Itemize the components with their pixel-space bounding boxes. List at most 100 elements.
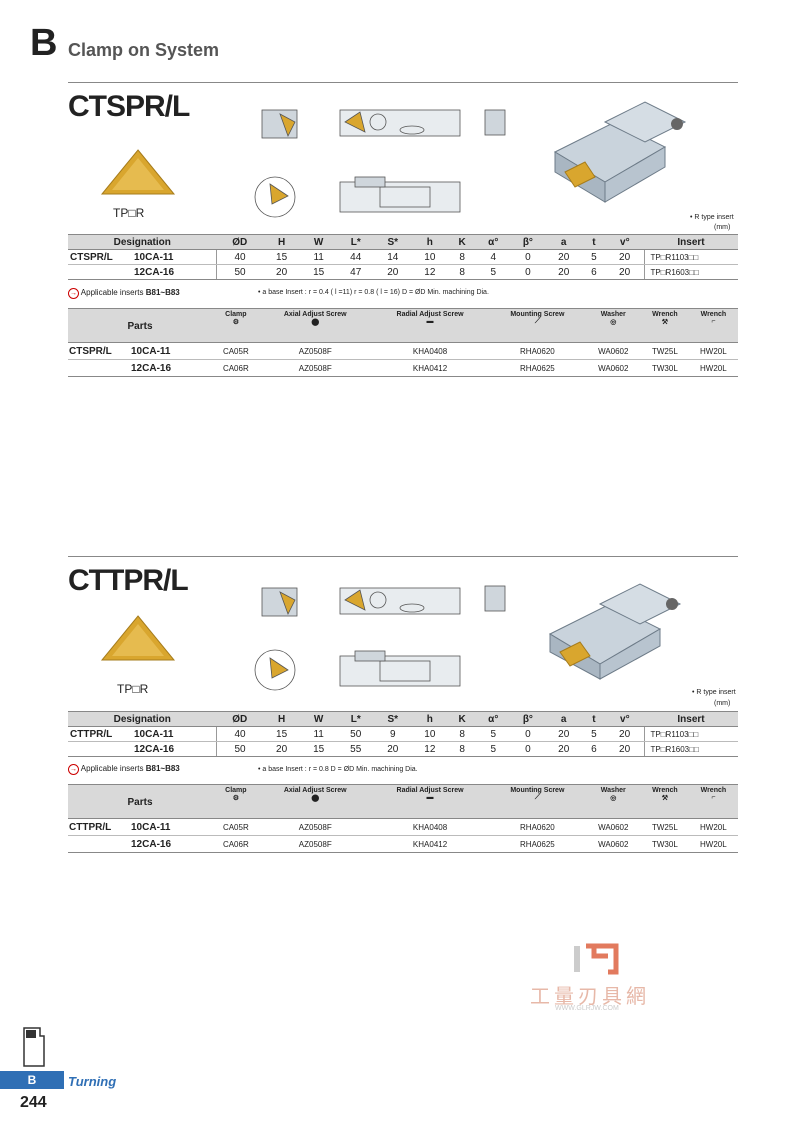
table-row: 12CA-16 50 20 15 55 20 12 8 5 0 20 6 20 … bbox=[68, 741, 738, 757]
parts-table: Parts Clamp⚙ Axial Adjust Screw⬤ Radial … bbox=[68, 784, 738, 853]
unit-note: (mm) bbox=[714, 224, 731, 231]
screw-icon: ▬ bbox=[426, 794, 434, 801]
col-header: h bbox=[411, 711, 449, 727]
col-header: β° bbox=[510, 711, 546, 727]
arrow-icon: → bbox=[68, 764, 79, 775]
turning-tool-icon bbox=[23, 1027, 45, 1067]
r-type-note: • R type insert bbox=[690, 214, 734, 221]
wrench-icon: ⚒ bbox=[661, 319, 669, 326]
col-header: a bbox=[545, 711, 583, 727]
watermark-logo bbox=[574, 943, 619, 975]
divider bbox=[68, 556, 738, 557]
col-header: Washer◎ bbox=[585, 308, 642, 343]
col-header: H bbox=[263, 711, 301, 727]
base-note: • a base Insert : r = 0.4 ( l =11) r = 0… bbox=[258, 289, 489, 296]
col-header: H bbox=[263, 234, 301, 250]
col-header: a bbox=[545, 234, 583, 250]
tool-3d-image bbox=[553, 101, 687, 203]
table-row: CTTPR/L 10CA-11 CA05R AZ0508F KHA0408 RH… bbox=[68, 818, 738, 836]
tool-3d-image bbox=[548, 583, 682, 680]
col-header: ØD bbox=[216, 234, 264, 250]
hex-wrench-icon: ⌐ bbox=[711, 794, 716, 801]
screw-icon: ⬤ bbox=[311, 319, 320, 326]
col-header: α° bbox=[475, 711, 511, 727]
col-header: Clamp⚙ bbox=[212, 784, 260, 819]
col-header: Mounting Screw⟋ bbox=[489, 784, 586, 819]
table-row: 12CA-16 CA06R AZ0508F KHA0412 RHA0625 WA… bbox=[68, 835, 738, 853]
spec-table: Designation ØD H W L* S* h K α° β° a t v… bbox=[68, 234, 738, 280]
col-header: Mounting Screw⟋ bbox=[489, 308, 586, 343]
insert-image bbox=[100, 149, 176, 195]
col-header: Parts bbox=[68, 308, 212, 343]
screw-icon: ⟋ bbox=[534, 794, 540, 801]
washer-icon: ◎ bbox=[610, 319, 617, 326]
col-header: Clamp⚙ bbox=[212, 308, 260, 343]
col-header: Wrench⌐ bbox=[688, 784, 738, 819]
col-header: Parts bbox=[68, 784, 212, 819]
parts-table: Parts Clamp⚙ Axial Adjust Screw⬤ Radial … bbox=[68, 308, 738, 377]
col-header: t bbox=[582, 711, 606, 727]
insert-code: TP□R bbox=[113, 206, 145, 220]
col-header: ØD bbox=[216, 711, 264, 727]
page-number: 244 bbox=[20, 1094, 47, 1111]
applicable-inserts-link[interactable]: → Applicable inserts B81~B83 bbox=[68, 288, 180, 299]
col-header: L* bbox=[337, 711, 375, 727]
col-header: W bbox=[300, 234, 338, 250]
col-header: h bbox=[411, 234, 449, 250]
insert-code: TP□R bbox=[117, 682, 149, 696]
col-header: t bbox=[582, 234, 606, 250]
col-header: K bbox=[448, 234, 476, 250]
col-header: S* bbox=[374, 234, 412, 250]
col-header: Designation bbox=[68, 234, 217, 250]
hex-wrench-icon: ⌐ bbox=[711, 318, 716, 325]
clamp-icon: ⚙ bbox=[232, 319, 239, 326]
col-header: Wrench⚒ bbox=[641, 308, 689, 343]
col-header: L* bbox=[337, 234, 375, 250]
col-header: Wrench⚒ bbox=[641, 784, 689, 819]
screw-icon: ⬤ bbox=[311, 795, 320, 802]
col-header: β° bbox=[510, 234, 546, 250]
spec-table: Designation ØD H W L* S* h K α° β° a t v… bbox=[68, 711, 738, 757]
table-row: CTTPR/L 10CA-11 40 15 11 50 9 10 8 5 0 2… bbox=[68, 726, 738, 742]
washer-icon: ◎ bbox=[610, 795, 617, 802]
watermark-text: 工量刃具網 bbox=[530, 986, 650, 1008]
section-tab[interactable]: B bbox=[0, 1071, 64, 1089]
model-title: CTTPR/L bbox=[68, 564, 189, 597]
divider bbox=[68, 82, 738, 83]
watermark-url: WWW.GLRJW.COM bbox=[555, 1005, 619, 1012]
col-header: v° bbox=[605, 711, 644, 727]
table-row: CTSPR/L 10CA-11 40 15 11 44 14 10 8 4 0 … bbox=[68, 249, 738, 265]
col-header: K bbox=[448, 711, 476, 727]
clamp-icon: ⚙ bbox=[232, 795, 239, 802]
insert-image bbox=[100, 615, 176, 661]
col-header: Radial Adjust Screw▬ bbox=[370, 308, 490, 343]
col-header: Designation bbox=[68, 711, 217, 727]
screw-icon: ▬ bbox=[426, 318, 434, 325]
technical-drawing bbox=[254, 109, 506, 218]
unit-note: (mm) bbox=[714, 700, 731, 707]
applicable-inserts-link[interactable]: → Applicable inserts B81~B83 bbox=[68, 764, 180, 775]
section-letter: B bbox=[30, 22, 58, 64]
col-header: v° bbox=[605, 234, 644, 250]
col-header: Insert bbox=[644, 234, 738, 250]
col-header: Axial Adjust Screw⬤ bbox=[259, 308, 371, 343]
col-header: Washer◎ bbox=[585, 784, 642, 819]
table-row: 12CA-16 CA06R AZ0508F KHA0412 RHA0625 WA… bbox=[68, 359, 738, 377]
footer-section: Turning bbox=[68, 1074, 117, 1089]
col-header: W bbox=[300, 711, 338, 727]
col-header: Insert bbox=[644, 711, 738, 727]
screw-icon: ⟋ bbox=[534, 318, 540, 325]
section-title: Clamp on System bbox=[68, 40, 220, 60]
arrow-icon: → bbox=[68, 288, 79, 299]
model-title: CTSPR/L bbox=[68, 90, 190, 123]
base-note: • a base Insert : r = 0.8 D = ØD Min. ma… bbox=[258, 766, 418, 773]
col-header: Axial Adjust Screw⬤ bbox=[259, 784, 371, 819]
table-row: 12CA-16 50 20 15 47 20 12 8 5 0 20 6 20 … bbox=[68, 264, 738, 280]
col-header: Radial Adjust Screw▬ bbox=[370, 784, 490, 819]
table-row: CTSPR/L 10CA-11 CA05R AZ0508F KHA0408 RH… bbox=[68, 342, 738, 360]
technical-drawing bbox=[254, 585, 506, 691]
r-type-note: • R type insert bbox=[692, 689, 736, 696]
col-header: Wrench⌐ bbox=[688, 308, 738, 343]
col-header: S* bbox=[374, 711, 412, 727]
wrench-icon: ⚒ bbox=[661, 795, 669, 802]
